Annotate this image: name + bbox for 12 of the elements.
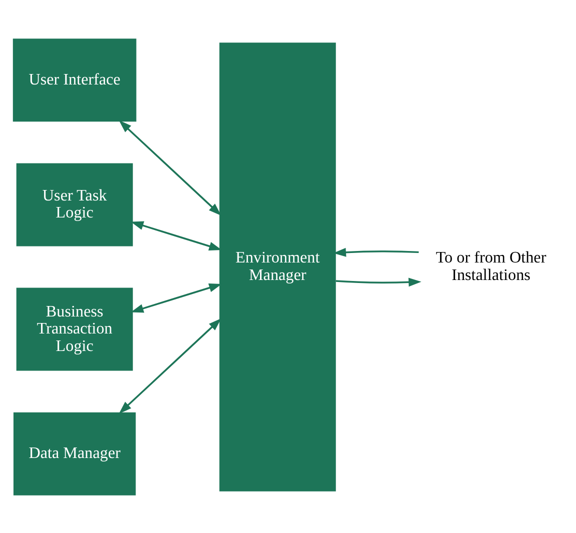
arrow	[130, 282, 222, 312]
arrow	[336, 277, 422, 286]
node-box: Data Manager	[13, 412, 136, 495]
node-box: Environment Manager	[219, 42, 336, 491]
node-box: User Interface	[12, 38, 136, 122]
arrow	[130, 220, 222, 250]
arrow	[118, 318, 222, 414]
node-text: To or from Other Installations	[436, 249, 546, 284]
node-box: Business Transaction Logic	[16, 287, 133, 370]
arrow	[118, 120, 222, 216]
node-box: User Task Logic	[16, 162, 133, 246]
arrow	[333, 247, 419, 256]
